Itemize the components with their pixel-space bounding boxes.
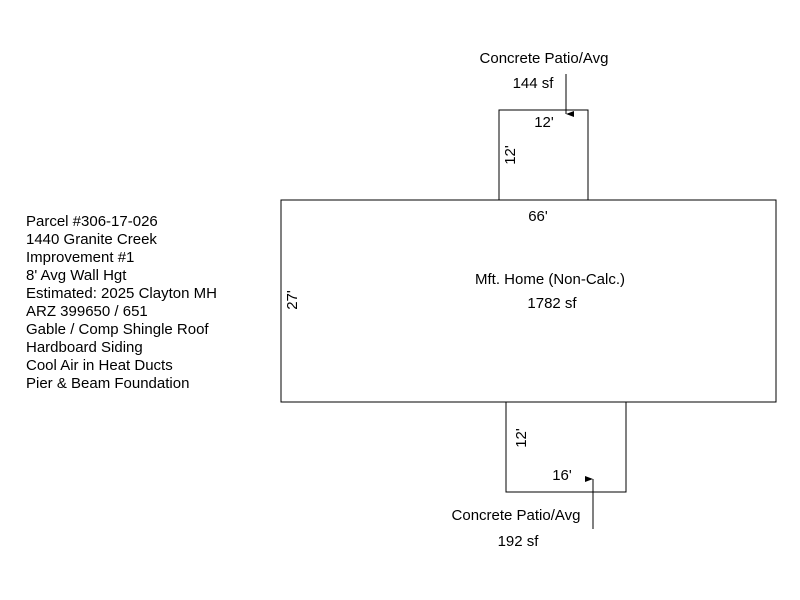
roof-type: Gable / Comp Shingle Roof <box>26 321 209 338</box>
parcel-number: Parcel #306-17-026 <box>26 213 158 230</box>
siding-type: Hardboard Siding <box>26 339 143 356</box>
main-structure-area: 1782 sf <box>527 295 577 312</box>
wall-height: 8' Avg Wall Hgt <box>26 267 127 284</box>
property-info-block: Parcel #306-17-026 1440 Granite Creek Im… <box>26 213 217 393</box>
main-structure: 66' 27' Mft. Home (Non-Calc.) 1782 sf <box>280 199 777 403</box>
bottom-patio-label: Concrete Patio/Avg <box>452 507 581 524</box>
top-patio-width-label: 12' <box>534 114 554 131</box>
top-patio-label: Concrete Patio/Avg <box>480 50 609 67</box>
main-structure-width-label: 66' <box>528 208 548 225</box>
foundation-type: Pier & Beam Foundation <box>26 375 190 392</box>
bottom-patio-outline <box>505 401 627 493</box>
property-address: 1440 Granite Creek <box>26 231 157 248</box>
estimated-model: Estimated: 2025 Clayton MH <box>26 285 217 302</box>
cooling-type: Cool Air in Heat Ducts <box>26 357 173 374</box>
top-patio-area: 144 sf <box>513 75 555 92</box>
bottom-patio-width-label: 16' <box>552 467 572 484</box>
main-structure-depth-label: 27' <box>284 290 301 310</box>
main-structure-label: Mft. Home (Non-Calc.) <box>475 271 625 288</box>
top-patio: Concrete Patio/Avg 144 sf 12' 12' <box>480 50 609 201</box>
bottom-patio-depth-label: 12' <box>513 428 530 448</box>
top-patio-depth-label: 12' <box>502 145 519 165</box>
bottom-patio: 12' 16' Concrete Patio/Avg 192 sf <box>452 401 627 550</box>
improvement-number: Improvement #1 <box>26 249 135 266</box>
arz-number: ARZ 399650 / 651 <box>26 303 148 320</box>
bottom-patio-area: 192 sf <box>498 533 540 550</box>
